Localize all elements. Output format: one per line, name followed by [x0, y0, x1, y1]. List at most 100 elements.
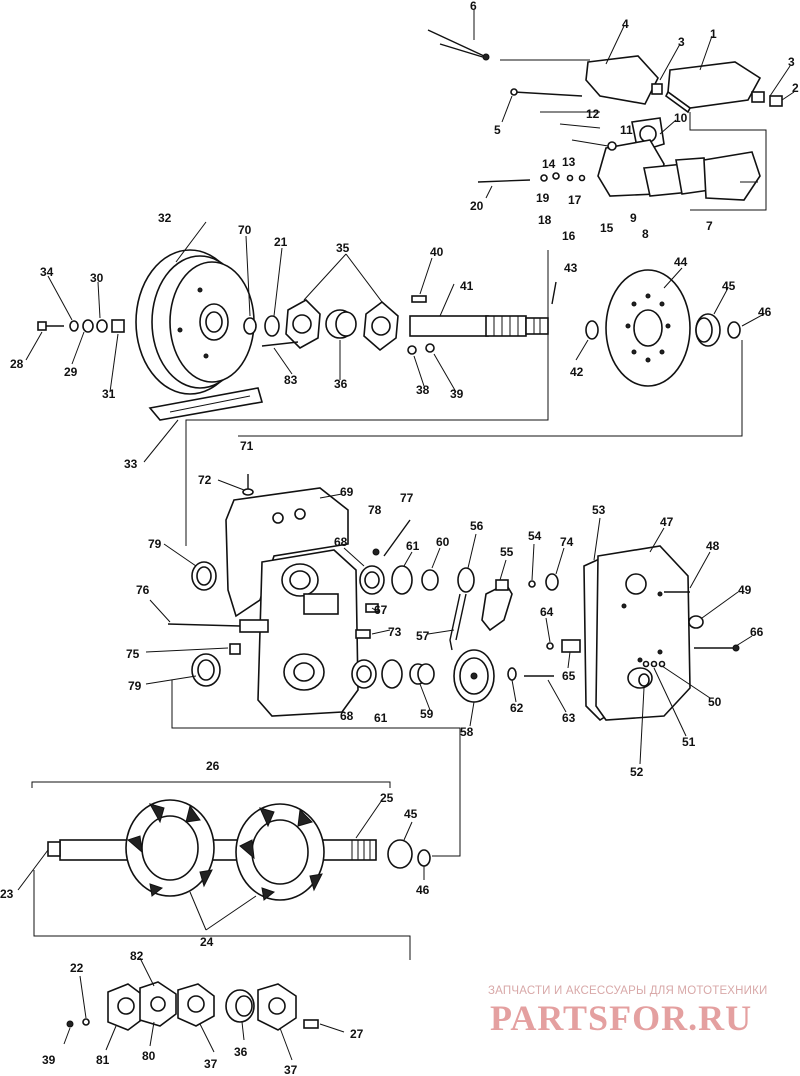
callout-26: 26	[206, 759, 220, 773]
callout-61: 61	[406, 539, 420, 553]
callout-68: 68	[334, 535, 348, 549]
watermark-caption: ЗАПЧАСТИ И АКСЕССУАРЫ ДЛЯ МОТОТЕХНИКИ	[488, 985, 768, 997]
callout-3: 3	[678, 35, 685, 49]
callout-52: 52	[630, 765, 644, 779]
callout-34: 34	[40, 265, 54, 279]
callout-13: 13	[562, 155, 576, 169]
watermark: ЗАПЧАСТИ И АКСЕССУАРЫ ДЛЯ МОТОТЕХНИКИ PA…	[488, 985, 768, 1038]
callout-27: 27	[350, 1027, 364, 1041]
clutch-sheave-row	[37, 249, 743, 546]
callout-59: 59	[420, 707, 434, 721]
callout-47: 47	[660, 515, 674, 529]
callout-79b: 79	[128, 679, 142, 693]
callout-5: 5	[494, 123, 501, 137]
callout-37b: 37	[284, 1063, 298, 1076]
callout-17: 17	[568, 193, 582, 207]
callout-78: 78	[368, 503, 382, 517]
callout-15: 15	[600, 221, 614, 235]
watermark-brand: PARTSFOR.RU	[490, 998, 752, 1038]
callout-43: 43	[564, 261, 578, 275]
callout-72: 72	[198, 473, 212, 487]
callout-66: 66	[750, 625, 764, 639]
callout-36: 36	[334, 377, 348, 391]
callout-76: 76	[136, 583, 150, 597]
callout-60: 60	[436, 535, 450, 549]
callout-55: 55	[500, 545, 514, 559]
callout-31: 31	[102, 387, 116, 401]
callout-62: 62	[510, 701, 524, 715]
callout-37: 37	[204, 1057, 218, 1071]
callout-58: 58	[460, 725, 474, 739]
callout-73: 73	[388, 625, 402, 639]
callout-19: 19	[536, 191, 550, 205]
callout-45: 45	[722, 279, 736, 293]
callout-67: 67	[374, 603, 388, 617]
callout-42: 42	[570, 365, 584, 379]
callout-46b: 46	[416, 883, 430, 897]
callout-81: 81	[96, 1053, 110, 1067]
callout-65: 65	[562, 669, 576, 683]
leader-lines	[17, 10, 795, 1061]
callout-50: 50	[708, 695, 722, 709]
callout-36b: 36	[234, 1045, 248, 1059]
callout-44: 44	[674, 255, 688, 269]
callout-25: 25	[380, 791, 394, 805]
callout-74: 74	[560, 535, 574, 549]
callout-77: 77	[400, 491, 414, 505]
callout-20: 20	[470, 199, 484, 213]
callout-22: 22	[70, 961, 84, 975]
callout-48: 48	[706, 539, 720, 553]
callout-23: 23	[0, 887, 14, 901]
callout-4: 4	[622, 17, 629, 31]
callout-57: 57	[416, 629, 430, 643]
callout-35: 35	[336, 241, 350, 255]
callout-32: 32	[158, 211, 172, 225]
callout-28: 28	[10, 357, 24, 371]
callout-70: 70	[238, 223, 252, 237]
callout-24: 24	[200, 935, 214, 949]
callout-39: 39	[450, 387, 464, 401]
callout-30: 30	[90, 271, 104, 285]
callout-40: 40	[430, 245, 444, 259]
callout-3b: 3	[788, 55, 795, 69]
callout-69: 69	[340, 485, 354, 499]
brake-caliper-assembly	[427, 29, 783, 211]
callout-53: 53	[592, 503, 606, 517]
callout-75: 75	[126, 647, 140, 661]
callout-71: 71	[240, 439, 254, 453]
callout-9: 9	[630, 211, 637, 225]
callout-68b: 68	[340, 709, 354, 723]
callout-18: 18	[538, 213, 552, 227]
callout-1: 1	[710, 27, 717, 41]
callout-61b: 61	[374, 711, 388, 725]
callout-29: 29	[64, 365, 78, 379]
callout-16: 16	[562, 229, 576, 243]
bearing-flange-set	[66, 981, 319, 1031]
callout-12: 12	[586, 107, 600, 121]
chaincase-assembly	[167, 474, 740, 857]
callout-51: 51	[682, 735, 696, 749]
callout-39b: 39	[42, 1053, 56, 1067]
callout-56: 56	[470, 519, 484, 533]
callout-6: 6	[470, 0, 477, 13]
callout-7: 7	[706, 219, 713, 233]
drive-shaft-assembly	[31, 781, 431, 960]
callout-83: 83	[284, 373, 298, 387]
callout-46: 46	[758, 305, 772, 319]
callout-14: 14	[542, 157, 556, 171]
callout-10: 10	[674, 111, 688, 125]
callout-63: 63	[562, 711, 576, 725]
callout-33: 33	[124, 457, 138, 471]
callout-8: 8	[642, 227, 649, 241]
callout-2: 2	[792, 81, 799, 95]
callout-54: 54	[528, 529, 542, 543]
callout-21: 21	[274, 235, 288, 249]
callout-38: 38	[416, 383, 430, 397]
callout-11: 11	[620, 123, 633, 137]
callout-79: 79	[148, 537, 162, 551]
callout-82: 82	[130, 949, 144, 963]
callout-41: 41	[460, 279, 474, 293]
callout-80: 80	[142, 1049, 156, 1063]
